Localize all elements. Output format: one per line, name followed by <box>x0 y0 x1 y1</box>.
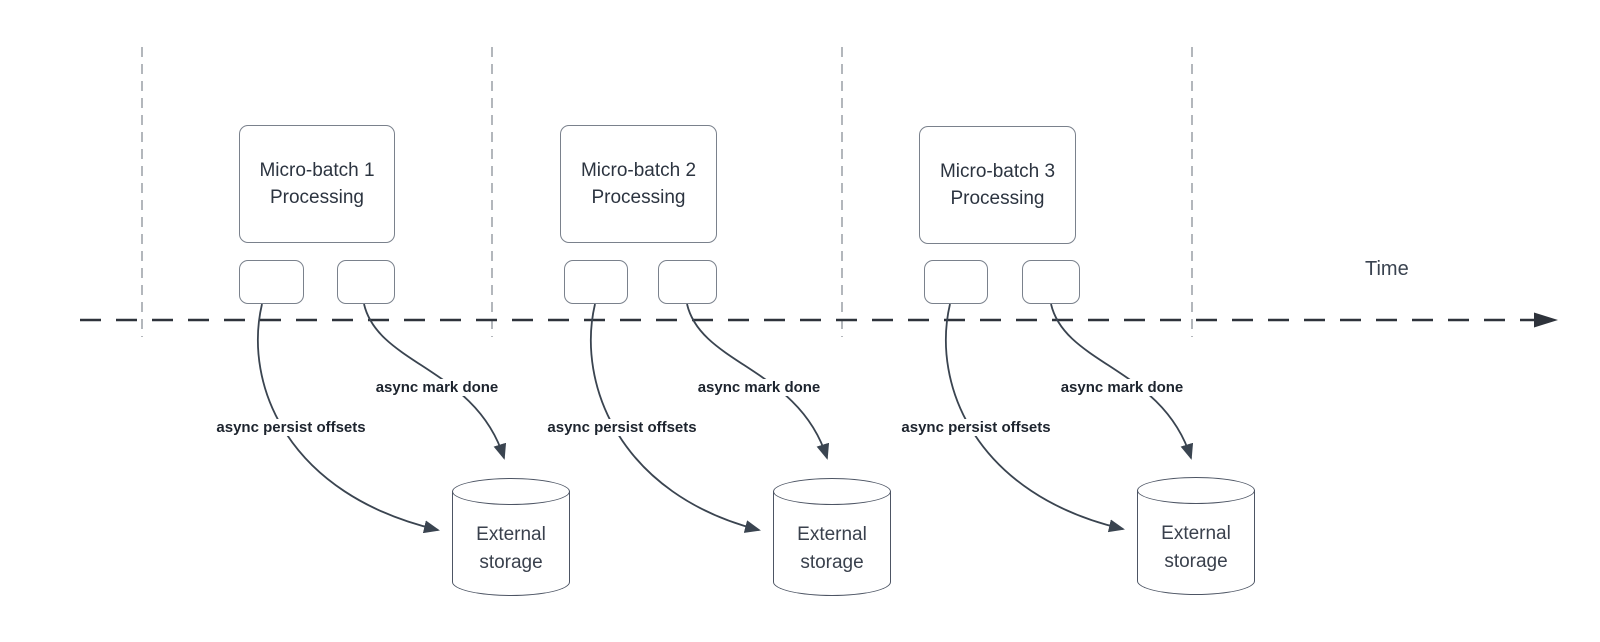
micro-batch-1-title: Micro-batch 1 <box>259 160 375 181</box>
async-mark-done-label-3: async mark done <box>1057 379 1187 396</box>
mark-done-arrow-2 <box>686 303 830 460</box>
async-persist-offsets-label-3: async persist offsets <box>898 419 1054 436</box>
mark-done-arrow-1 <box>363 303 507 460</box>
persist-offsets-arrow-1 <box>257 303 440 534</box>
storage-label-line2-1: storage <box>479 551 543 573</box>
micro-batch-3-title: Micro-batch 3 <box>939 161 1056 182</box>
mark-done-task-box-2 <box>658 260 717 304</box>
external-storage-cylinder-1: External storage <box>452 478 570 596</box>
mark-done-task-box-1 <box>337 260 395 304</box>
micro-batch-3-subtitle: Processing <box>950 188 1045 209</box>
mark-done-arrow-3 <box>1050 303 1194 460</box>
cylinder-top-ellipse-1 <box>452 478 570 505</box>
storage-label-line2-3: storage <box>1164 550 1228 572</box>
persist-offsets-task-box-3 <box>924 260 988 304</box>
storage-label-line1-1: External <box>476 523 546 545</box>
micro-batch-2-title: Micro-batch 2 <box>580 160 697 181</box>
micro-batch-2-subtitle: Processing <box>591 187 686 208</box>
external-storage-cylinder-3: External storage <box>1137 477 1255 595</box>
async-mark-done-label-1: async mark done <box>372 379 502 396</box>
storage-label-line2-2: storage <box>800 551 864 573</box>
time-axis-label: Time <box>1365 258 1409 280</box>
micro-batch-2-box: Micro-batch 2 Processing <box>560 125 717 243</box>
persist-offsets-task-box-1 <box>239 260 304 304</box>
async-mark-done-label-2: async mark done <box>694 379 824 396</box>
persist-offsets-arrow-3 <box>945 303 1125 533</box>
cylinder-body-2 <box>773 491 891 596</box>
micro-batch-3-box: Micro-batch 3 Processing <box>919 126 1076 244</box>
cylinder-body-1 <box>452 491 570 596</box>
external-storage-cylinder-2: External storage <box>773 478 891 596</box>
micro-batch-1-subtitle: Processing <box>269 187 364 208</box>
persist-offsets-task-box-2 <box>564 260 628 304</box>
persist-offsets-arrow-2 <box>590 303 761 533</box>
async-persist-offsets-label-1: async persist offsets <box>213 419 369 436</box>
micro-batch-1-box: Micro-batch 1 Processing <box>239 125 395 243</box>
storage-label-line1-2: External <box>797 523 867 545</box>
cylinder-body-3 <box>1137 490 1255 595</box>
async-persist-offsets-label-2: async persist offsets <box>544 419 700 436</box>
mark-done-task-box-3 <box>1022 260 1080 304</box>
storage-label-line1-3: External <box>1161 522 1231 544</box>
cylinder-top-ellipse-3 <box>1137 477 1255 504</box>
cylinder-top-ellipse-2 <box>773 478 891 505</box>
